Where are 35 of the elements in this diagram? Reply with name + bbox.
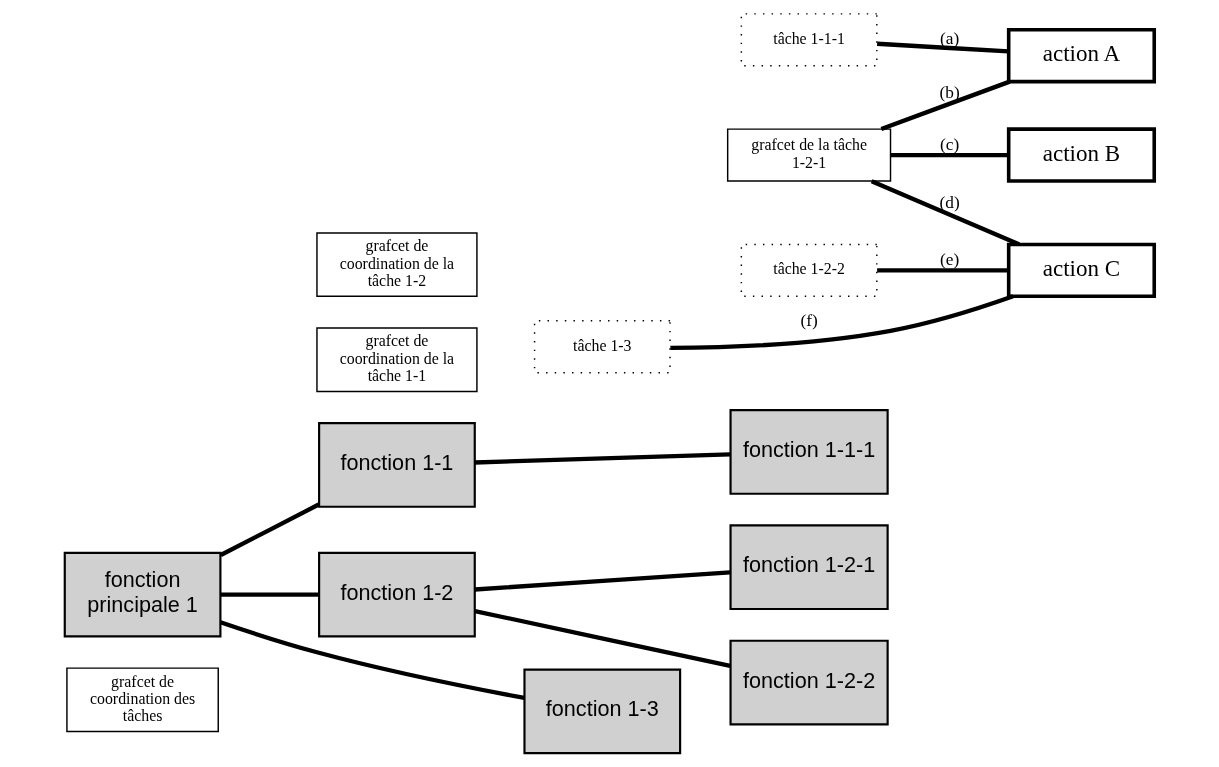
node-box: action A [1006,27,1157,84]
connector [220,592,319,597]
node-box: fonction 1-2 [318,551,476,638]
node-box: fonction principale 1 [63,551,222,638]
connector [670,294,1014,350]
connector [219,502,320,557]
connector [880,79,1011,131]
connector [474,608,731,668]
node-box: grafcet de coordination de la tâche 1-1 [316,327,478,393]
node-box: action C [1006,242,1157,299]
connector [870,179,1020,247]
node-box: fonction 1-1 [318,422,476,508]
node-box: fonction 1-3 [523,668,682,755]
node-box: grafcet de la tâche 1-2-1 [726,128,892,182]
connector [890,152,1009,158]
connector [219,620,525,701]
connector [877,41,1009,54]
node-box: fonction 1-1-1 [729,409,889,495]
node-box: tâche 1-1-1 [740,13,878,67]
edge-label: (e) [940,250,960,270]
node-box: fonction 1-2-1 [729,524,889,611]
node-box: tâche 1-3 [533,320,671,374]
edge-label: (f) [800,311,818,330]
connector [474,452,731,465]
edge-label: (b) [939,83,960,103]
node-box: grafcet de coordination des tâches [66,667,219,733]
edge-label: (a) [940,28,960,48]
node-box: grafcet de coordination de la tâche 1-2 [316,232,478,298]
edge-label: (c) [940,135,960,155]
edge-label: (d) [939,192,960,212]
node-box: tâche 1-2-2 [740,243,878,298]
node-box: fonction 1-2-2 [729,639,889,726]
connector [877,268,1009,273]
connector [474,570,731,592]
node-box: action B [1006,127,1157,183]
